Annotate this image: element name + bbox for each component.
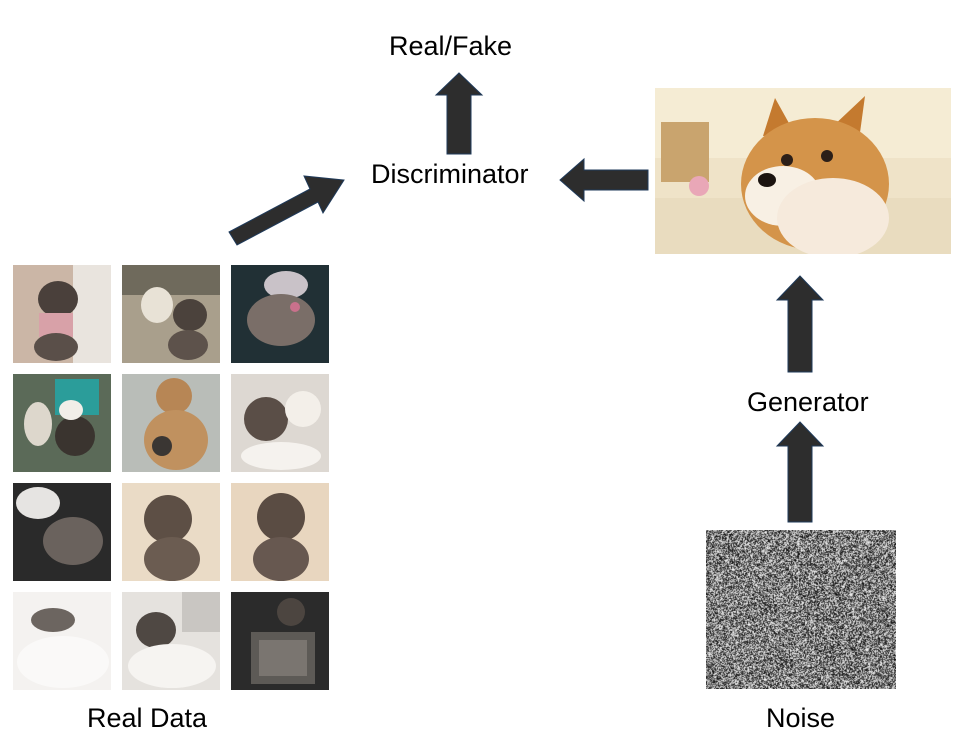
arrow-generator-to-image xyxy=(775,275,825,373)
dog-photo xyxy=(231,483,329,581)
noise-image xyxy=(706,530,896,689)
dog-photo xyxy=(122,592,220,690)
real-data-image-grid xyxy=(13,265,330,690)
dog-photo xyxy=(122,483,220,581)
noise-label: Noise xyxy=(766,703,836,733)
dog-photo xyxy=(13,374,111,472)
arrow-real-data-to-discriminator xyxy=(228,175,345,246)
dog-photo xyxy=(231,592,329,690)
dog-photo xyxy=(13,265,111,363)
dog-photo xyxy=(231,374,329,472)
dog-photo xyxy=(231,265,329,363)
generated-dog-image xyxy=(655,88,951,254)
arrow-discriminator-to-output xyxy=(434,72,484,155)
dog-photo xyxy=(13,592,111,690)
real-data-label: Real Data xyxy=(87,703,208,733)
discriminator-label: Discriminator xyxy=(371,159,529,189)
dog-photo xyxy=(122,374,220,472)
arrow-generated-to-discriminator xyxy=(559,157,649,203)
dog-photo xyxy=(122,265,220,363)
generator-label: Generator xyxy=(747,387,869,417)
dog-photo xyxy=(13,483,111,581)
arrow-noise-to-generator xyxy=(775,421,825,523)
real-fake-label: Real/Fake xyxy=(389,31,513,61)
